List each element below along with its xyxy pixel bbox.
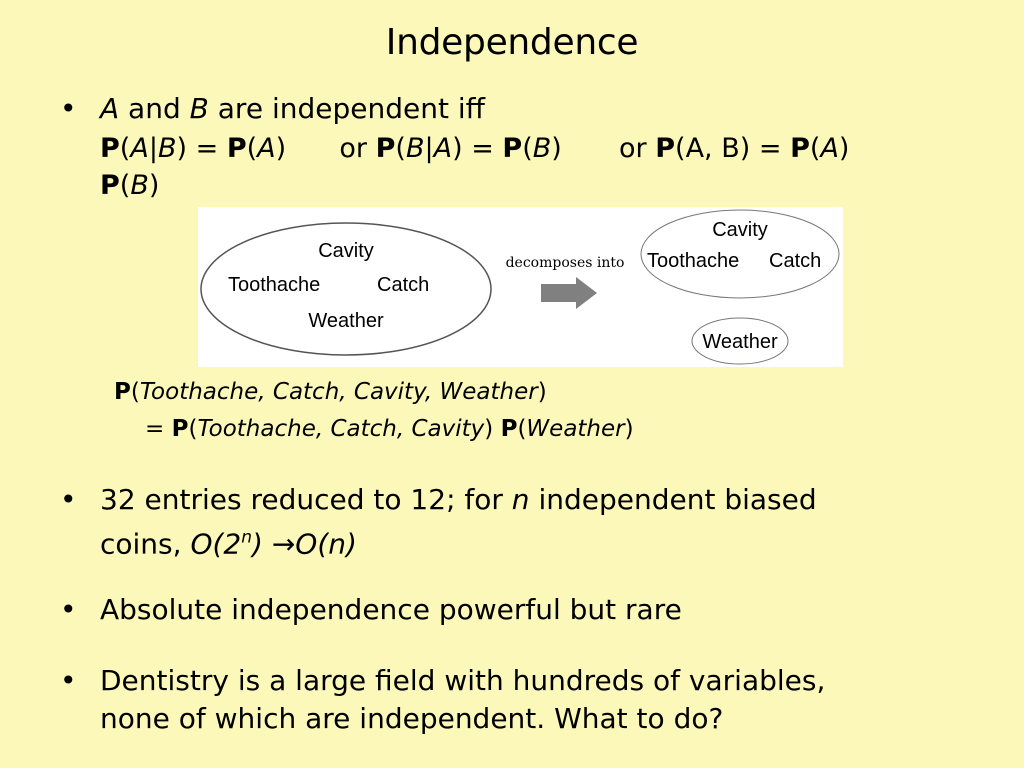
bullet-marker: • <box>60 664 77 697</box>
bullet-text-line1: 32 entries reduced to 12; for n independ… <box>100 483 817 516</box>
bullet-marker: • <box>60 92 77 125</box>
formula-part-3: or P(A, B) = P(A) <box>619 133 850 164</box>
left-label-catch: Catch <box>377 274 429 296</box>
rest-text: are independent iff <box>208 92 485 125</box>
and-text: and <box>119 92 190 125</box>
bullet-text: A and B are independent iff <box>100 90 485 128</box>
decomposition-svg: Cavity Toothache Catch Weather decompose… <box>200 209 840 365</box>
joint-probability-lhs: P(Toothache, Catch, Cavity, Weather) <box>114 379 547 405</box>
formula-part-2: or P(B|A) = P(B) <box>339 133 562 164</box>
bullet-text-line1: Dentistry is a large field with hundreds… <box>100 664 826 697</box>
right-label-toothache: Toothache <box>647 250 739 272</box>
right-bottom-ellipse <box>691 317 789 365</box>
bullet-marker: • <box>60 483 77 516</box>
bullet-text-line2: none of which are independent. What to d… <box>100 702 724 735</box>
left-label-toothache: Toothache <box>228 274 320 296</box>
bullet-text-line2: coins, O(2n) →O(n) <box>100 527 357 561</box>
decompose-arrow-icon <box>541 277 597 309</box>
right-label-catch: Catch <box>769 250 821 272</box>
independence-formula-wrap: P(B) <box>100 170 160 201</box>
right-label-cavity: Cavity <box>712 219 768 241</box>
formula-part-1: P(A|B) = P(A) <box>100 133 287 164</box>
right-label-weather: Weather <box>702 331 778 353</box>
decomposition-diagram: Cavity Toothache Catch Weather decompose… <box>198 207 843 367</box>
arrow-label: decomposes into <box>506 255 625 271</box>
joint-probability-rhs: = P(Toothache, Catch, Cavity) P(Weather) <box>145 416 634 442</box>
var-b: B <box>189 92 209 125</box>
independence-formula: P(A|B) = P(A) or P(B|A) = P(B) or P(A, B… <box>100 133 849 164</box>
left-ellipse <box>200 222 492 356</box>
var-a: A <box>100 92 120 125</box>
left-label-weather: Weather <box>308 310 384 332</box>
bullet-text: Absolute independence powerful but rare <box>100 593 682 626</box>
left-label-cavity: Cavity <box>318 240 374 262</box>
right-top-ellipse <box>640 209 840 299</box>
bullet-marker: • <box>60 593 77 626</box>
slide-title: Independence <box>385 22 639 63</box>
